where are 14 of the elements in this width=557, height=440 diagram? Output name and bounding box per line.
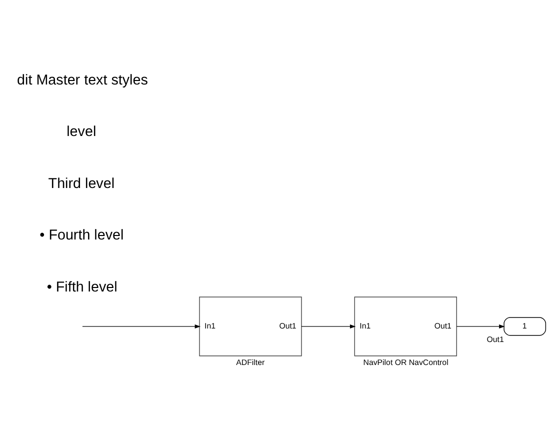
node-box: In1 Out1 xyxy=(199,296,302,356)
arrow xyxy=(456,324,505,328)
node-label: Out1 xyxy=(486,334,504,344)
arrow xyxy=(82,324,201,328)
node-box: In1 Out1 xyxy=(354,296,457,356)
label: • Fourth level xyxy=(40,227,124,244)
label: level xyxy=(66,124,96,140)
node-label: NavPilot OR NavControl xyxy=(363,358,448,367)
node-box: 1 xyxy=(504,316,546,336)
label: Third level xyxy=(48,175,115,192)
label: dit Master text styles xyxy=(17,72,148,88)
node-label: ADFilter xyxy=(236,358,265,367)
arrow xyxy=(301,324,356,328)
label: • Fifth level xyxy=(46,278,118,295)
